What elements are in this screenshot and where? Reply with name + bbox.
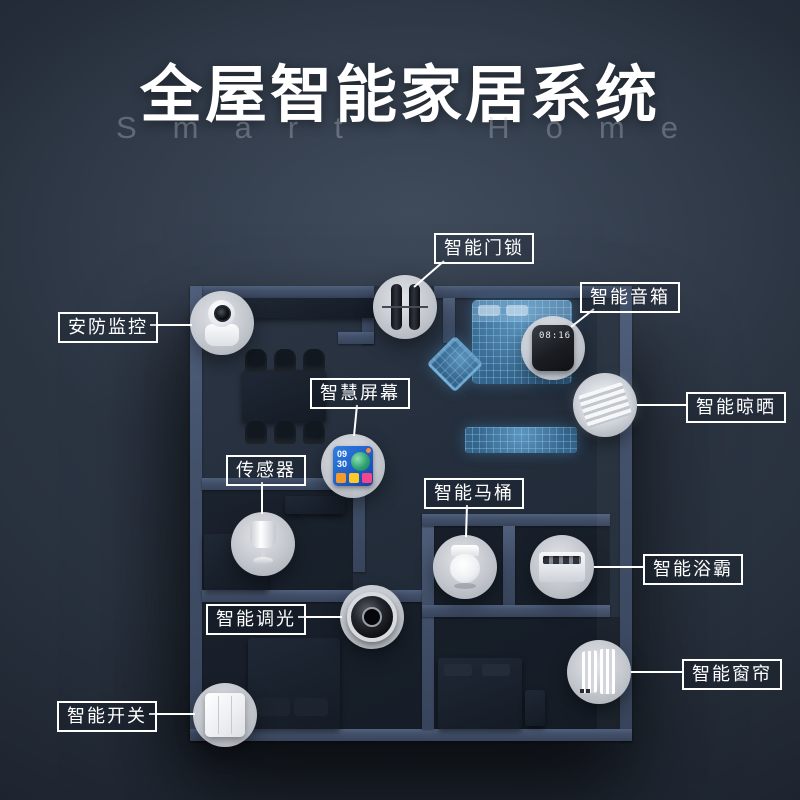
device-smart-screen: 09 30 xyxy=(321,434,385,498)
screen-clock: 09 30 xyxy=(337,449,348,469)
cabinet xyxy=(230,298,380,318)
device-smart-toilet xyxy=(433,535,497,599)
sofa-cushion xyxy=(294,698,328,716)
label-smart-dimming: 智能调光 xyxy=(206,604,306,635)
speaker-clock: 08:16 xyxy=(539,331,572,341)
label-bath-heater: 智能浴霸 xyxy=(643,554,743,585)
wall xyxy=(503,526,515,605)
wardrobe xyxy=(285,496,345,514)
satellite-dot xyxy=(366,448,371,453)
pillow xyxy=(506,305,528,316)
bath-heater-icon xyxy=(539,552,585,582)
page-subtitle: Smart Home xyxy=(116,110,714,145)
pillow xyxy=(478,305,500,316)
label-smart-screen: 智慧屏幕 xyxy=(310,378,410,409)
label-sensor: 传感器 xyxy=(226,455,306,486)
device-security-camera xyxy=(190,291,254,355)
device-sensor xyxy=(231,512,295,576)
chair xyxy=(274,349,296,372)
wall xyxy=(422,605,610,617)
chair xyxy=(274,421,296,444)
side-table xyxy=(525,690,545,726)
wall xyxy=(190,286,202,741)
device-smart-curtain xyxy=(567,640,631,704)
chair xyxy=(303,421,325,444)
label-smart-curtain: 智能窗帘 xyxy=(682,659,782,690)
label-smart-speaker: 智能音箱 xyxy=(580,282,680,313)
toilet-icon xyxy=(448,545,482,589)
smart-screen-icon: 09 30 xyxy=(333,446,373,486)
sofa-cushion xyxy=(256,698,290,716)
page-title: 全屋智能家居系统 xyxy=(139,61,660,130)
smart-speaker-icon: 08:16 xyxy=(532,325,574,371)
drying-rack-icon xyxy=(577,381,633,429)
wall xyxy=(190,729,632,741)
label-clothes-drying: 智能晾晒 xyxy=(686,392,786,423)
dimmer-light-icon xyxy=(347,592,397,642)
wall-switch-icon xyxy=(205,693,245,737)
curtain-icon xyxy=(578,649,620,695)
chair xyxy=(245,349,267,372)
wall xyxy=(443,298,455,343)
label-door-lock: 智能门锁 xyxy=(434,233,534,264)
device-bath-heater xyxy=(530,535,594,599)
wall xyxy=(434,286,632,298)
wall xyxy=(422,514,610,526)
pillow xyxy=(444,664,472,676)
device-smart-switch xyxy=(193,683,257,747)
wall xyxy=(338,332,374,344)
device-smart-dimming xyxy=(340,585,404,649)
chair xyxy=(245,421,267,444)
label-smart-switch: 智能开关 xyxy=(57,701,157,732)
door-lock-icon xyxy=(382,283,428,331)
security-camera-icon xyxy=(204,300,240,346)
device-door-lock xyxy=(373,275,437,339)
planet-graphic xyxy=(351,452,370,471)
label-security-camera: 安防监控 xyxy=(58,312,158,343)
chair xyxy=(303,349,325,372)
label-smart-toilet: 智能马桶 xyxy=(424,478,524,509)
wall xyxy=(422,514,434,729)
device-clothes-drying xyxy=(573,373,637,437)
app-tiles xyxy=(336,473,372,483)
pillow xyxy=(482,664,510,676)
device-smart-speaker: 08:16 xyxy=(521,316,585,380)
sensor-icon xyxy=(248,521,278,567)
tv-bench xyxy=(465,427,577,453)
